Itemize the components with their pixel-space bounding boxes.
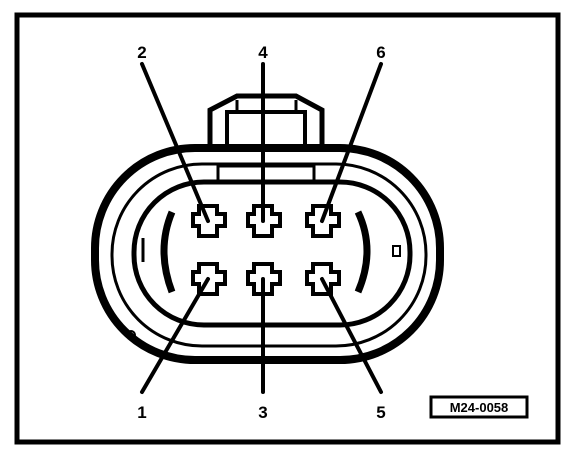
pin-label-6: 6 [376, 43, 385, 62]
connector-housing [91, 93, 444, 364]
latch-base [216, 164, 316, 184]
locking-latch [207, 93, 325, 148]
pin-label-1: 1 [137, 403, 146, 422]
right-notch [392, 245, 401, 257]
latch-inner [225, 110, 307, 150]
reference-code: M24-0058 [450, 400, 509, 415]
leader-line-2 [140, 62, 210, 223]
leader-lines [140, 62, 383, 394]
pin-terminals [191, 204, 341, 296]
housing-marker-dot [126, 330, 136, 340]
outer-frame [14, 12, 561, 445]
pin-label-4: 4 [258, 43, 268, 62]
leader-line-1 [140, 277, 210, 394]
pin-label-2: 2 [137, 43, 146, 62]
leader-line-6 [320, 62, 383, 223]
leader-line-5 [320, 277, 383, 394]
left-rib [160, 210, 176, 294]
right-rib [354, 210, 371, 294]
pin-label-5: 5 [376, 403, 385, 422]
reference-code-box [429, 395, 529, 419]
housing-inner-shell [110, 162, 428, 348]
pin-label-3: 3 [258, 403, 267, 422]
